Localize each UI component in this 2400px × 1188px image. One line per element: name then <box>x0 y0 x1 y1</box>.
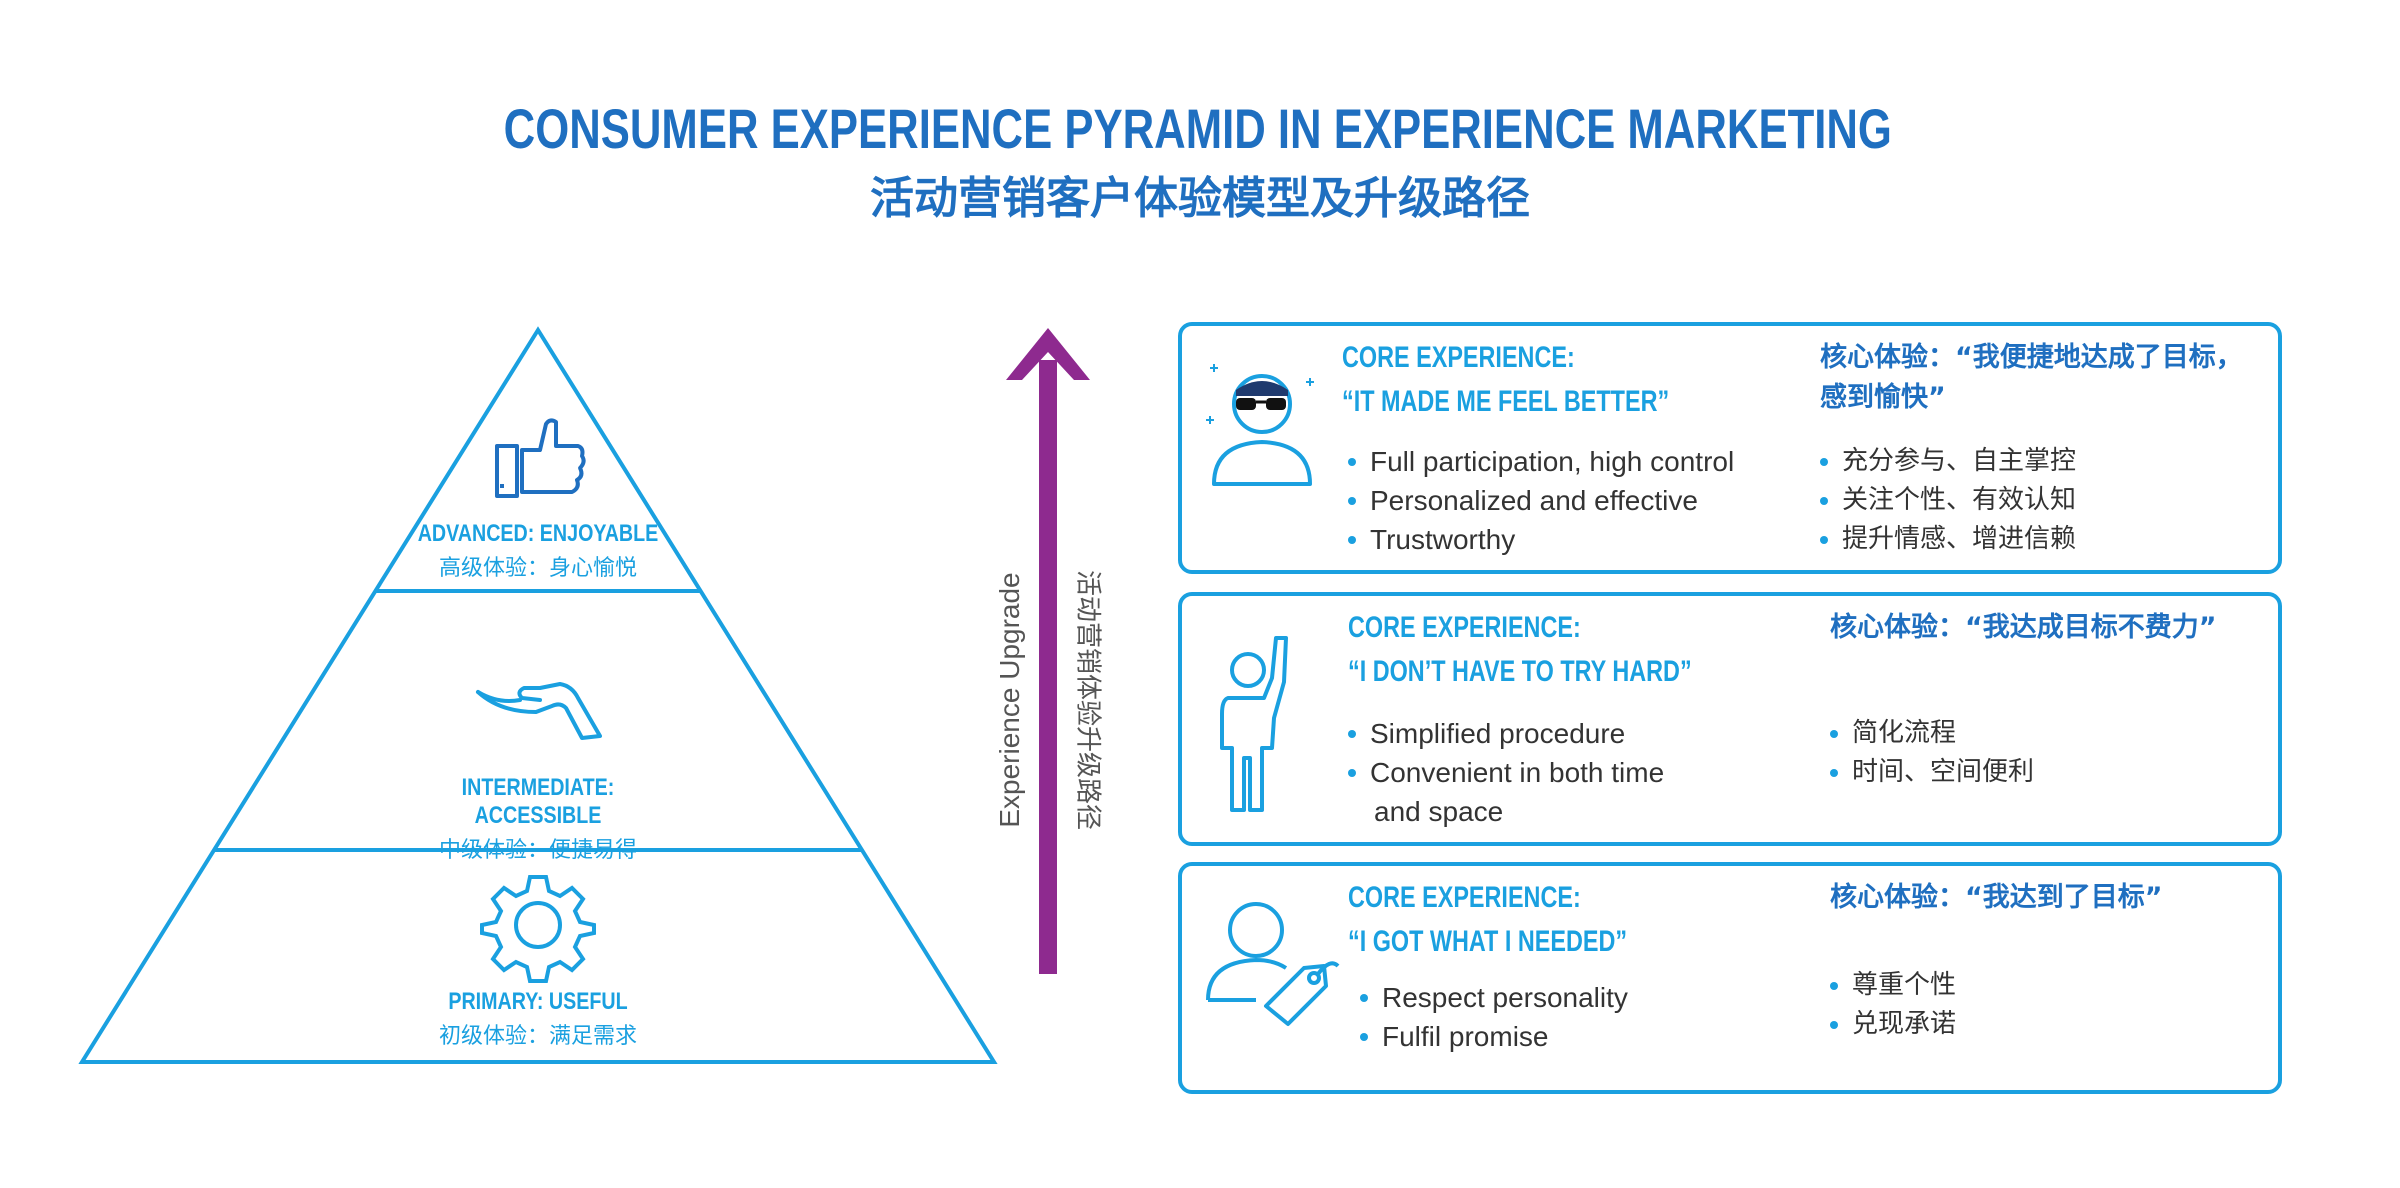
tier-intermediate-en: INTERMEDIATE: ACCESSIBLE <box>461 774 615 829</box>
list-item: 关注个性、有效认知 <box>1818 481 2076 520</box>
card1-list-en: Full participation, high control Persona… <box>1346 442 1734 559</box>
list-item: Fulfil promise <box>1358 1017 1628 1056</box>
upgrade-label-en: Experience Upgrade <box>994 572 1025 828</box>
person-tag-icon <box>1206 902 1340 1026</box>
card3-list-zh: 尊重个性 兑现承诺 <box>1828 966 1956 1044</box>
card-feel-better: CORE EXPERIENCE: “IT MADE ME FEEL BETTER… <box>1178 322 2282 574</box>
card2-quote-en: “I DON’T HAVE TO TRY HARD” <box>1348 655 1692 688</box>
gear-icon <box>480 875 596 983</box>
tier-primary-zh: 初级体验：满足需求 <box>438 1024 637 1049</box>
card-not-try-hard: CORE EXPERIENCE: “I DON’T HAVE TO TRY HA… <box>1178 592 2282 846</box>
list-item: Convenient in both time <box>1346 753 1664 792</box>
card-got-needed: CORE EXPERIENCE: “I GOT WHAT I NEEDED” 核… <box>1178 862 2282 1094</box>
list-item: 提升情感、增进信赖 <box>1818 520 2076 559</box>
tier-intermediate-zh: 中级体验：便捷易得 <box>438 838 637 863</box>
card2-list-zh: 简化流程 时间、空间便利 <box>1828 714 2034 792</box>
list-item: Respect personality <box>1358 978 1628 1017</box>
title-english: CONSUMER EXPERIENCE PYRAMID IN EXPERIENC… <box>503 97 1892 160</box>
person-hand-raised-icon <box>1220 636 1288 812</box>
list-item: Simplified procedure <box>1346 714 1664 753</box>
upgrade-label-zh: 活动营销体验升级路径 <box>1072 569 1103 831</box>
tier-advanced: ADVANCED: ENJOYABLE 高级体验：身心愉悦 <box>388 520 688 582</box>
hand-icon <box>476 682 602 740</box>
list-item: 时间、空间便利 <box>1828 753 2034 792</box>
card1-quote-en: “IT MADE ME FEEL BETTER” <box>1342 385 1670 418</box>
card2-heading-en: CORE EXPERIENCE: <box>1348 611 1581 644</box>
thumbs-up-icon <box>495 418 586 498</box>
card3-list-en: Respect personality Fulfil promise <box>1358 978 1628 1056</box>
list-item: 兑现承诺 <box>1828 1005 1956 1044</box>
person-sunglasses-icon <box>1206 364 1314 486</box>
upgrade-arrow <box>1006 328 1090 974</box>
tier-primary: PRIMARY: USEFUL 初级体验：满足需求 <box>388 988 688 1050</box>
tier-advanced-zh: 高级体验：身心愉悦 <box>438 556 637 581</box>
list-item: 尊重个性 <box>1828 966 1956 1005</box>
card3-heading-zh: 核心体验：“我达到了目标” <box>1830 882 2163 913</box>
card3-quote-en: “I GOT WHAT I NEEDED” <box>1348 925 1628 958</box>
list-item: Full participation, high control <box>1346 442 1734 481</box>
title-chinese: 活动营销客户体验模型及升级路径 <box>870 173 1530 224</box>
tier-primary-en: PRIMARY: USEFUL <box>448 988 628 1015</box>
list-item: 充分参与、自主掌控 <box>1818 442 2076 481</box>
card2-list-en: Simplified procedure Convenient in both … <box>1346 714 1664 831</box>
card2-heading-zh: 核心体验：“我达成目标不费力” <box>1830 612 2217 643</box>
list-item: Trustworthy <box>1346 520 1734 559</box>
list-item: Personalized and effective <box>1346 481 1734 520</box>
card3-heading-en: CORE EXPERIENCE: <box>1348 881 1581 914</box>
card1-list-zh: 充分参与、自主掌控 关注个性、有效认知 提升情感、增进信赖 <box>1818 442 2076 559</box>
card1-heading-zh-cont: 感到愉快” <box>1820 382 1946 413</box>
list-item: 简化流程 <box>1828 714 2034 753</box>
tier-intermediate: INTERMEDIATE: ACCESSIBLE 中级体验：便捷易得 <box>368 774 708 864</box>
card1-heading-zh: 核心体验：“我便捷地达成了目标， <box>1820 342 2243 373</box>
card1-heading-en: CORE EXPERIENCE: <box>1342 341 1575 374</box>
list-item: and space <box>1374 796 1504 827</box>
tier-advanced-en: ADVANCED: ENJOYABLE <box>417 520 659 547</box>
pyramid-outline <box>78 326 998 1064</box>
